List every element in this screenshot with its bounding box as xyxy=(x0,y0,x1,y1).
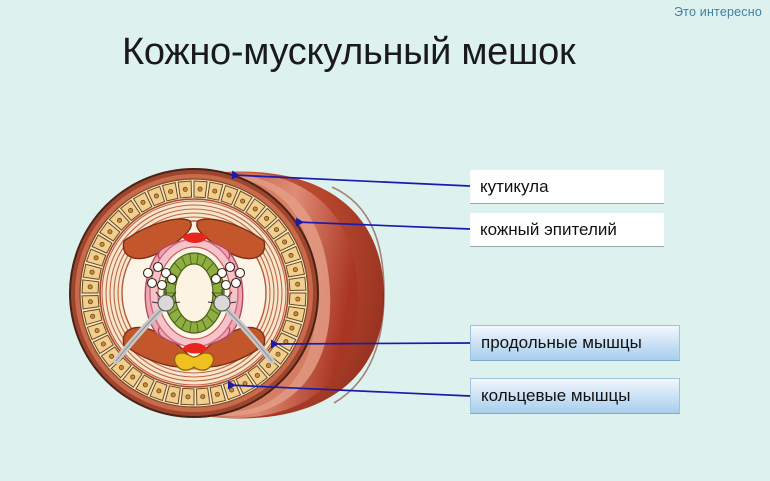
page-title: Кожно-мускульный мешок xyxy=(122,31,576,73)
blood-vessels xyxy=(182,232,208,354)
intestine xyxy=(163,252,225,334)
cross-section-disk xyxy=(69,168,319,418)
callout-skin-epithelium[interactable]: кожный эпителий xyxy=(470,213,664,247)
callout-cuticle[interactable]: кутикула xyxy=(470,170,664,204)
skin-epithelium-cells xyxy=(81,180,307,406)
circular-muscle-layer xyxy=(101,200,287,386)
corner-tag: Это интересно xyxy=(673,5,762,19)
callout-circular-muscles[interactable]: кольцевые мышцы xyxy=(470,378,680,414)
callout-longitudinal-muscles[interactable]: продольные мышцы xyxy=(470,325,680,361)
nephridium-cell-clusters xyxy=(142,261,246,291)
earthworm-cross-section-diagram xyxy=(62,145,402,440)
longitudinal-muscle-bundles xyxy=(122,218,266,368)
ventral-nerve-cord xyxy=(173,352,215,371)
setae xyxy=(113,289,275,364)
